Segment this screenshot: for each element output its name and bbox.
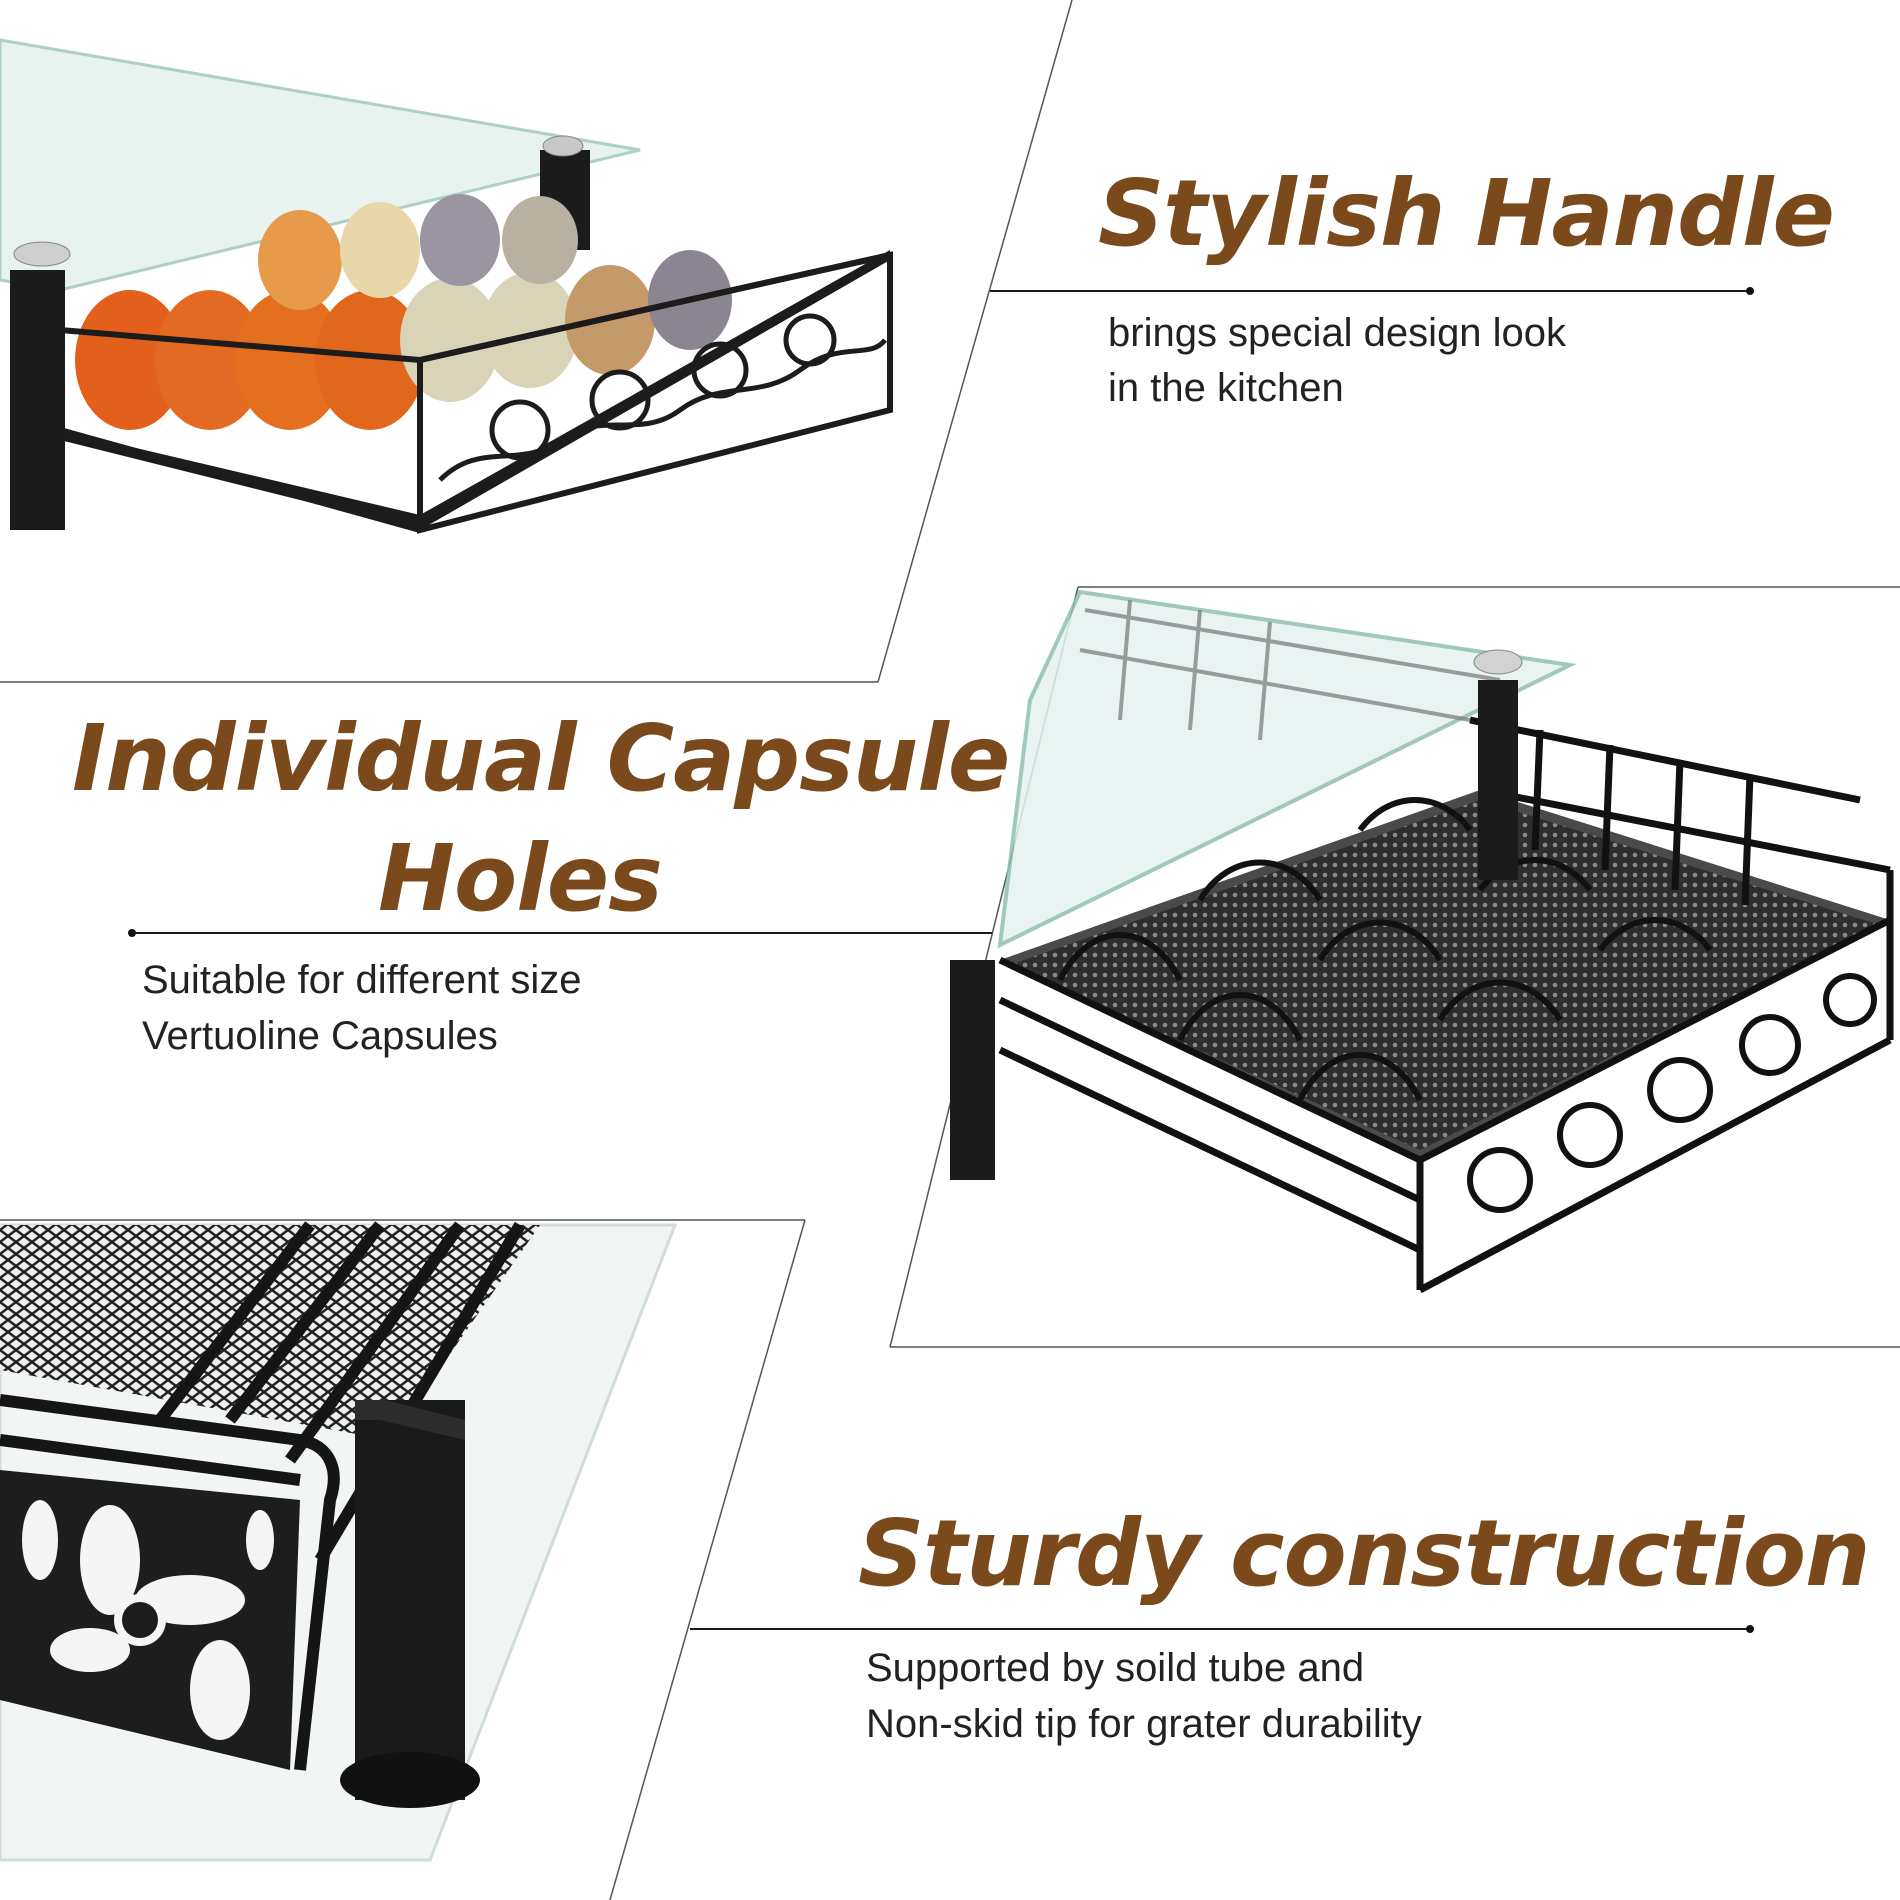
feature-title-line: Individual Capsule: [72, 705, 1010, 812]
feature-description-line: Non-skid tip for grater durability: [866, 1702, 1422, 1746]
divider-line: [990, 290, 1750, 292]
divider-dot: [1746, 287, 1754, 295]
divider-line: [690, 1628, 1750, 1630]
feature-description-line: brings special design look: [1108, 311, 1567, 355]
feature-title-line: Holes: [378, 825, 663, 932]
feature-description-line: in the kitchen: [1108, 366, 1344, 410]
feature-description-line: Supported by soild tube and: [866, 1646, 1365, 1690]
feature-title: Sturdy construction: [858, 1500, 1871, 1607]
feature-description-line: Vertuoline Capsules: [142, 1014, 498, 1058]
feature-description-line: Suitable for different size: [142, 958, 582, 1002]
divider-line: [132, 932, 992, 934]
feature-title: Stylish Handle: [1098, 160, 1835, 267]
divider-dot: [1746, 1625, 1754, 1633]
